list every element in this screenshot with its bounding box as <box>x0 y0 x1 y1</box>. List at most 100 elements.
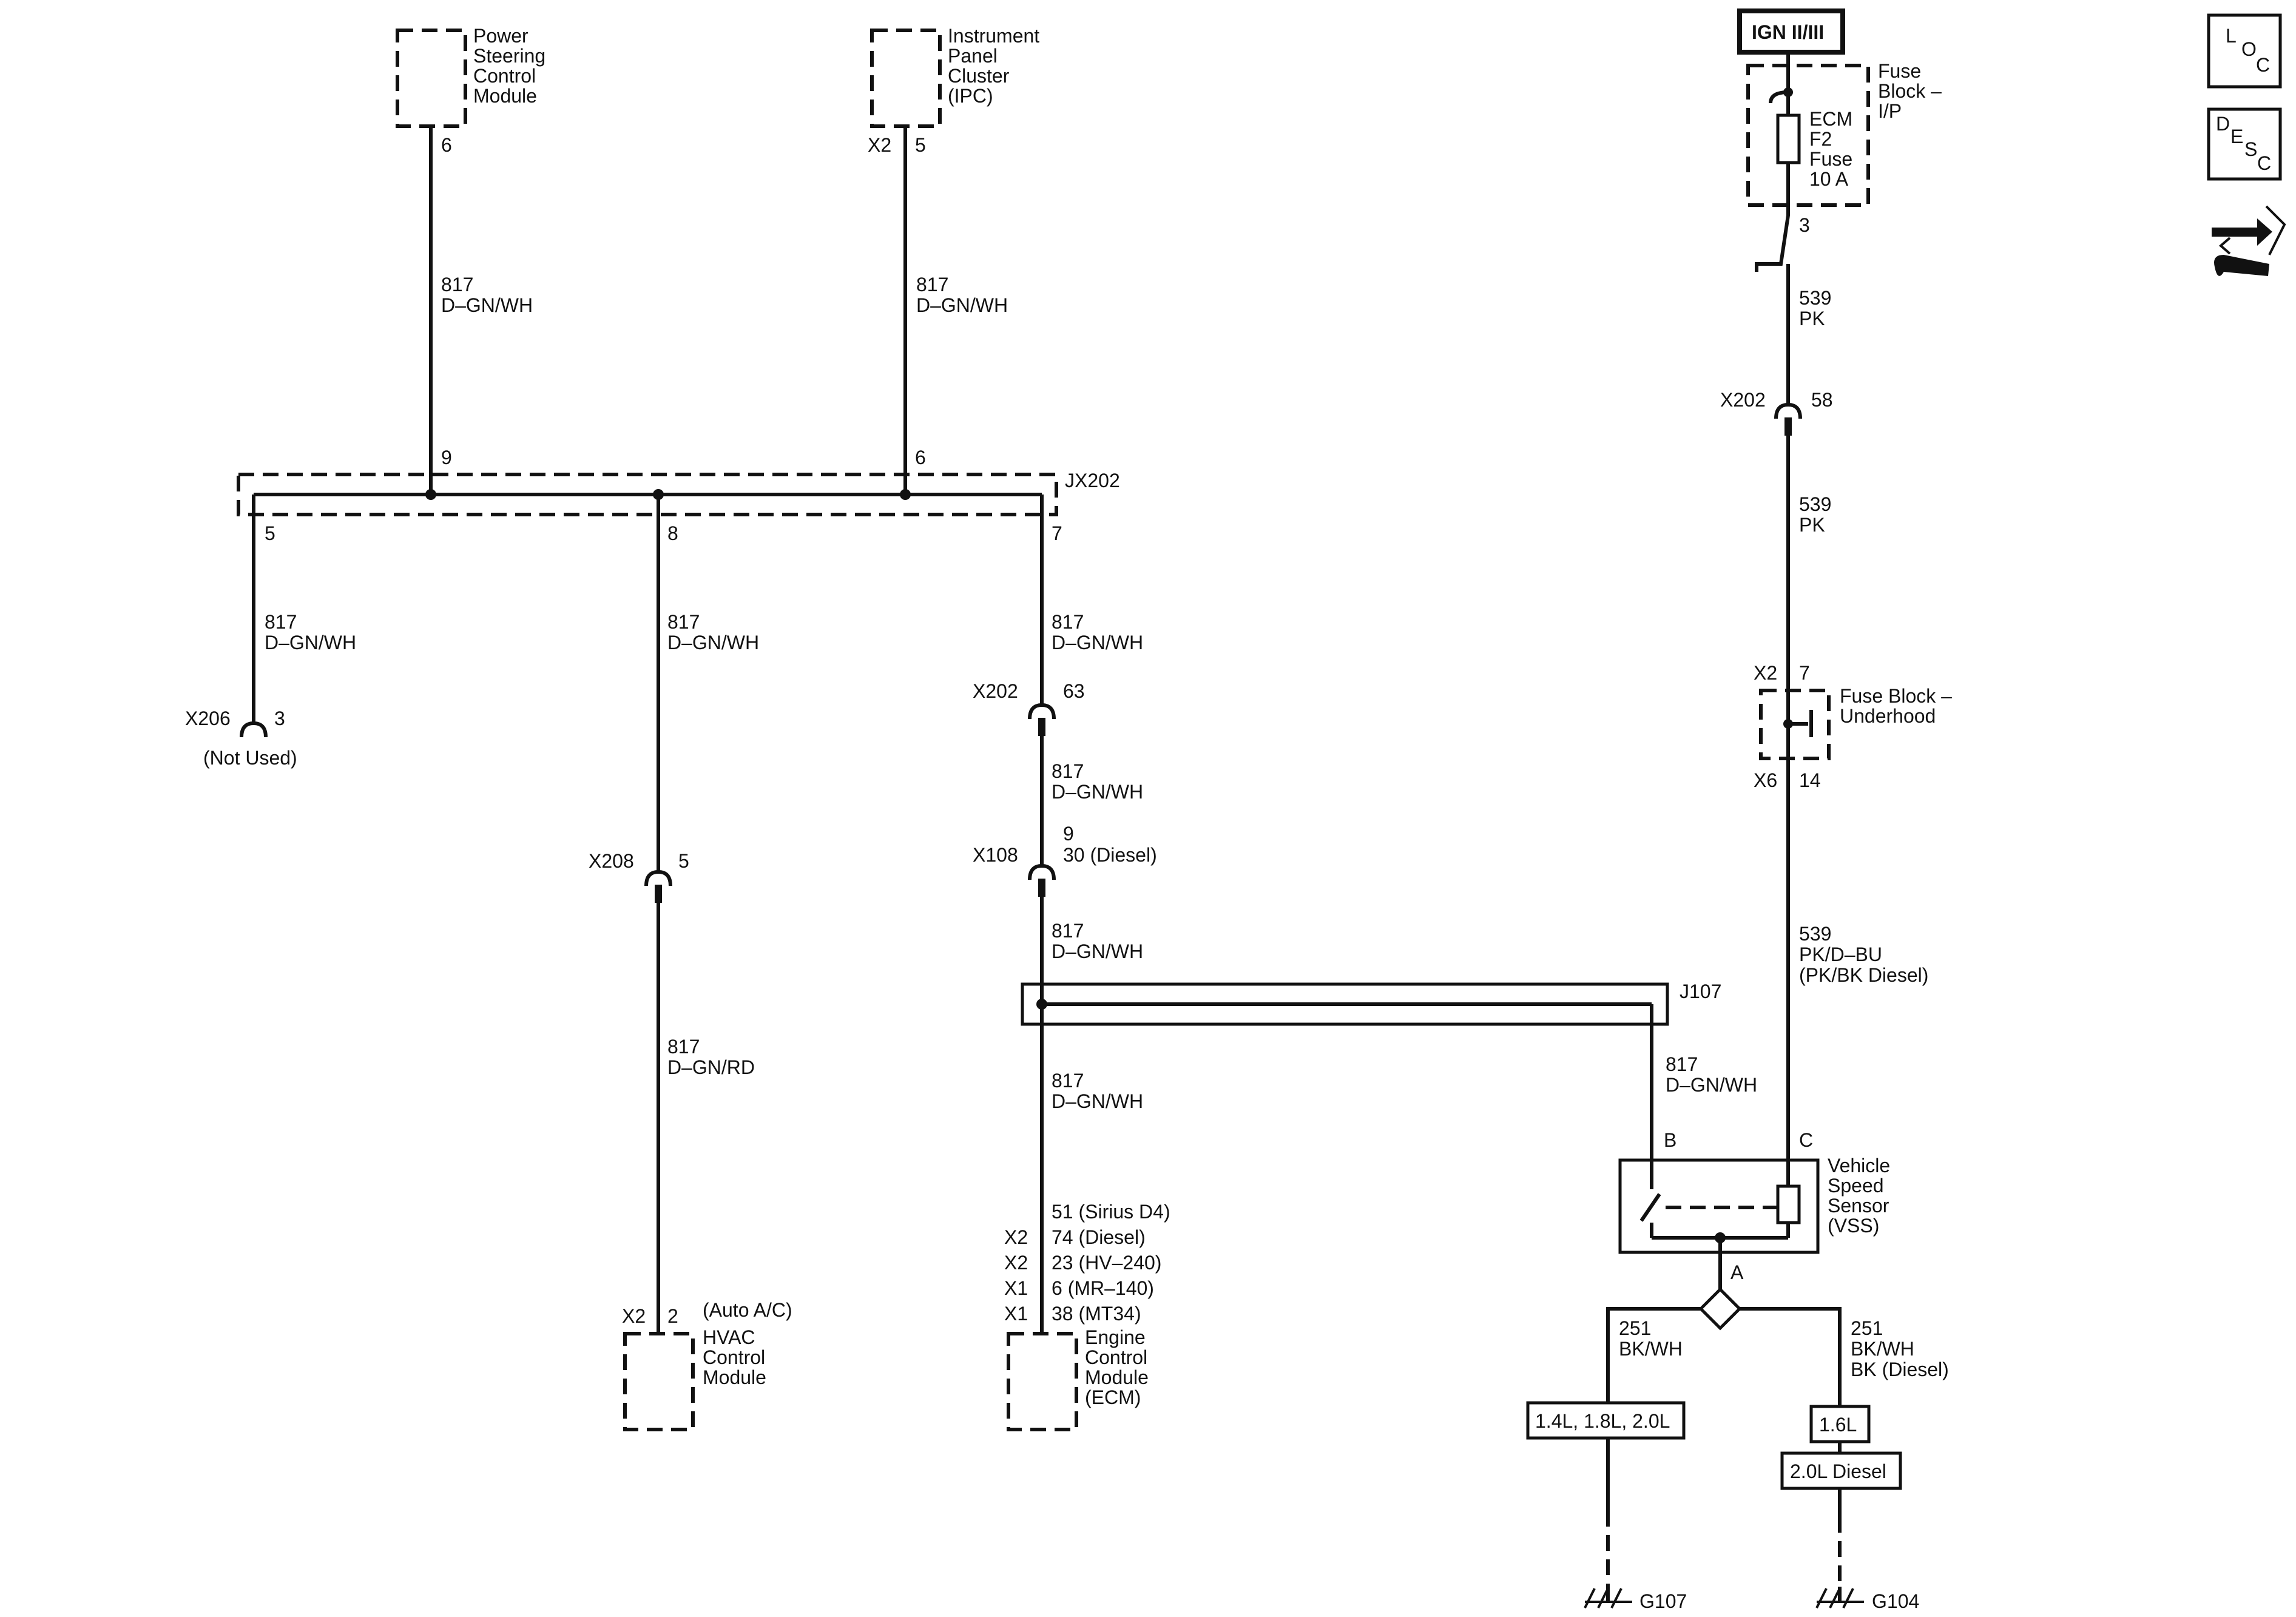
underhood-label-1: Fuse Block – <box>1840 685 1952 707</box>
wire-539c-color: PK/D–BU <box>1799 944 1882 965</box>
instrument-panel-cluster[interactable]: Instrument Panel Cluster (IPC) X2 5 <box>868 25 1039 156</box>
wire-gr-circuit: 251 <box>1851 1317 1883 1339</box>
ign-label: IGN II/III <box>1752 21 1824 43</box>
wire-vss-b-color: D–GN/WH <box>1666 1074 1757 1096</box>
wire-ground-right[interactable] <box>1740 1307 1842 1406</box>
ecm-pin-2-conn: X2 <box>1004 1226 1028 1248</box>
connector-x202-ecm[interactable]: X202 63 <box>973 680 1085 736</box>
vehicle-speed-sensor[interactable]: Vehicle Speed Sensor (VSS) <box>1618 1155 1890 1254</box>
wire-ecm3-color: D–GN/WH <box>1052 940 1143 962</box>
connector-x202-power[interactable]: X202 58 <box>1720 389 1833 436</box>
splice-pin-5: 5 <box>265 522 275 544</box>
fuse-block-label-1: Fuse <box>1878 60 1921 82</box>
fuse-label-4: 10 A <box>1809 168 1849 190</box>
ipc-label-2: Panel <box>948 45 998 67</box>
wire-ecm3-circuit: 817 <box>1052 920 1084 942</box>
vss-pin-c: C <box>1799 1129 1813 1151</box>
x206-note: (Not Used) <box>203 747 297 769</box>
ground-left-label: 1.4L, 1.8L, 2.0L <box>1535 1410 1670 1432</box>
wire-ipc-circuit: 817 <box>916 274 948 295</box>
connector-tool-icon[interactable] <box>2212 205 2286 276</box>
fuse-block-underhood[interactable]: X2 7 Fuse Block – Underhood X6 14 <box>1754 662 1952 791</box>
wire-vss-b-circuit: 817 <box>1666 1053 1698 1075</box>
wire-ecm2-color: D–GN/WH <box>1052 781 1143 803</box>
fuse-label-3: Fuse <box>1809 148 1852 170</box>
x208-name: X208 <box>589 850 634 872</box>
ecm-label-1: Engine <box>1085 1326 1146 1348</box>
ground-right-label-2: 2.0L Diesel <box>1790 1460 1886 1482</box>
ground-right-label-1: 1.6L <box>1819 1414 1857 1436</box>
splice-jx202[interactable]: JX202 <box>237 470 1120 516</box>
x108-pin-1: 9 <box>1063 823 1074 845</box>
underhood-pin-2: 14 <box>1799 769 1821 791</box>
location-icon[interactable]: L O C <box>2207 13 2282 89</box>
x206-name: X206 <box>185 707 231 729</box>
splice-pin-8: 8 <box>667 522 678 544</box>
wire-hvac-color: D–GN/RD <box>667 1056 755 1078</box>
loc-c: C <box>2256 54 2270 76</box>
wire-539b-circuit: 539 <box>1799 493 1831 515</box>
wire-pscm-circuit: 817 <box>441 274 473 295</box>
splice-pin-7: 7 <box>1052 522 1062 544</box>
fuse-label-2: F2 <box>1809 128 1832 150</box>
hvac-label-3: Module <box>703 1366 766 1388</box>
splice-name: JX202 <box>1065 470 1120 491</box>
wire-x208-color: D–GN/WH <box>667 632 759 653</box>
desc-d: D <box>2216 113 2230 135</box>
ecm-label-3: Module <box>1085 1366 1149 1388</box>
underhood-conn-1: X2 <box>1754 662 1777 684</box>
wire-gr-color: BK/WH <box>1851 1338 1914 1360</box>
description-icon[interactable]: D E S C <box>2207 107 2282 181</box>
wire-ecm1-color: D–GN/WH <box>1052 632 1143 653</box>
underhood-label-2: Underhood <box>1840 705 1936 727</box>
vss-label-1: Vehicle <box>1828 1155 1890 1176</box>
ecm-pin-3-conn: X2 <box>1004 1252 1028 1274</box>
wire-x206-circuit: 817 <box>265 611 297 633</box>
splice-pin-6: 6 <box>915 447 926 468</box>
wire-539a-color: PK <box>1799 308 1825 329</box>
ecm-pin-1: 51 (Sirius D4) <box>1052 1201 1170 1223</box>
fuse-block-ip[interactable]: ECM F2 Fuse 10 A Fuse Block – I/P <box>1746 60 1942 207</box>
x202a-pin: 63 <box>1063 680 1085 702</box>
ecm-pin-3: 23 (HV–240) <box>1052 1252 1161 1274</box>
connector-x206[interactable]: X206 3 (Not Used) <box>185 707 297 769</box>
wire-gl-color: BK/WH <box>1619 1338 1683 1360</box>
ground-option-right[interactable]: 1.6L 2.0L Diesel <box>1780 1405 1902 1490</box>
pscm-pin: 6 <box>441 134 452 156</box>
wire-539b-color: PK <box>1799 514 1825 536</box>
engine-control-module[interactable]: Engine Control Module (ECM) <box>1007 1326 1149 1431</box>
connector-x108[interactable]: 9 X108 30 (Diesel) <box>973 823 1157 897</box>
x202b-pin: 58 <box>1811 389 1833 411</box>
ecm-label-2: Control <box>1085 1346 1147 1368</box>
vss-pin-b: B <box>1664 1129 1676 1151</box>
ignition-badge: IGN II/III <box>1737 8 1845 55</box>
fuse-label-1: ECM <box>1809 108 1852 130</box>
j107-name: J107 <box>1680 981 1721 1002</box>
hvac-pin: 2 <box>667 1305 678 1327</box>
wire-gl-circuit: 251 <box>1619 1317 1651 1339</box>
ecm-pin-2: 74 (Diesel) <box>1052 1226 1146 1248</box>
ground-option-left[interactable]: 1.4L, 1.8L, 2.0L <box>1526 1401 1686 1440</box>
ipc-connector: X2 <box>868 134 891 156</box>
wire-539a-circuit: 539 <box>1799 287 1831 309</box>
connector-x208[interactable]: X208 5 <box>589 850 689 903</box>
wire-ecm1-circuit: 817 <box>1052 611 1084 633</box>
x108-pin-2: 30 (Diesel) <box>1063 844 1157 866</box>
vss-pin-a: A <box>1730 1261 1744 1283</box>
fuse-pin: 3 <box>1799 214 1810 236</box>
wire-ipc-color: D–GN/WH <box>916 294 1008 316</box>
x206-pin: 3 <box>274 707 285 729</box>
wire-ground-left[interactable] <box>1606 1307 1701 1402</box>
power-steering-control-module[interactable]: Power Steering Control Module 6 <box>396 25 545 156</box>
ground-g104: G104 <box>1872 1590 1919 1612</box>
x202b-name: X202 <box>1720 389 1766 411</box>
hvac-control-module[interactable]: (Auto A/C) X2 2 HVAC Control Module <box>622 1299 792 1431</box>
fuse-block-label-2: Block – <box>1878 80 1942 102</box>
wire-hvac-circuit: 817 <box>667 1036 700 1058</box>
splice-j107[interactable]: J107 <box>1021 981 1721 1026</box>
wire-ecm2-circuit: 817 <box>1052 760 1084 782</box>
pscm-label-2: Steering <box>473 45 545 67</box>
loc-l: L <box>2226 25 2237 47</box>
loc-o: O <box>2241 38 2257 60</box>
ecm-pin-4: 6 (MR–140) <box>1052 1277 1154 1299</box>
